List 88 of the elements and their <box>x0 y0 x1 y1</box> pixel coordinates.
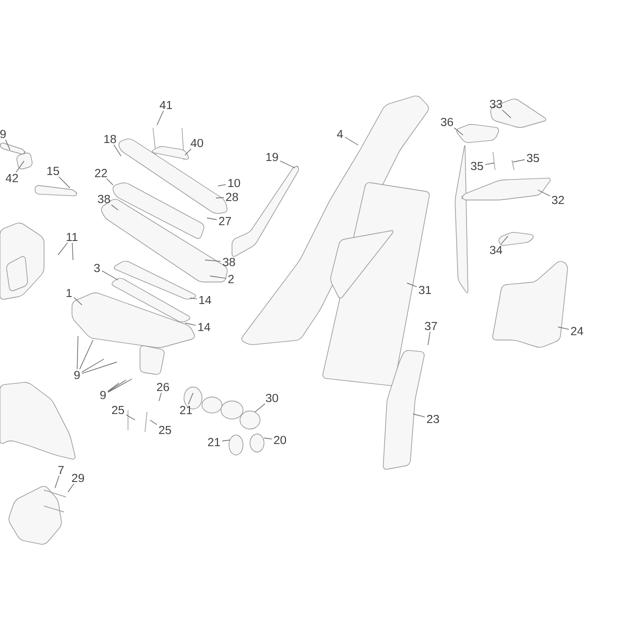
callout-number: 4 <box>337 130 343 138</box>
callout-number: 27 <box>219 216 231 226</box>
callout-number: 14 <box>199 296 212 304</box>
leader-line <box>502 109 512 118</box>
leader-line <box>218 184 226 186</box>
leader-line <box>16 160 24 173</box>
leader-line <box>406 282 418 288</box>
leader-line <box>58 176 70 188</box>
leader-line <box>412 414 426 418</box>
callout-number: 31 <box>418 286 431 294</box>
callout-number: 9 <box>0 130 6 138</box>
callout-number: 26 <box>157 382 170 392</box>
callout-number: 30 <box>266 394 278 402</box>
callout-number: 21 <box>208 438 220 446</box>
leader-line <box>106 178 114 186</box>
leader-line <box>280 160 296 168</box>
leader-line <box>558 326 570 330</box>
callout-number: 24 <box>571 326 584 336</box>
leader-line <box>158 392 162 402</box>
leader-line <box>254 403 266 412</box>
leader-line <box>54 475 60 488</box>
leader-line <box>264 438 272 440</box>
leader-line <box>344 136 358 146</box>
leader-line <box>113 144 122 156</box>
leader-line <box>76 336 78 370</box>
callout-number: 41 <box>160 100 172 110</box>
callout-number: 3 <box>94 264 100 272</box>
leader-line <box>108 382 120 392</box>
leader-line <box>82 358 104 372</box>
callout-number: 35 <box>470 162 484 170</box>
callout-number: 34 <box>490 246 502 254</box>
callout-number: 11 <box>66 232 78 242</box>
leader-line <box>5 139 10 150</box>
leader-line <box>102 270 118 280</box>
leader-line <box>72 242 74 260</box>
callout-number: 2 <box>228 274 234 284</box>
leader-line <box>58 242 68 256</box>
leader-line <box>156 110 164 126</box>
leader-line <box>79 340 94 370</box>
leader-line <box>126 414 136 420</box>
callout-number: 42 <box>6 174 18 182</box>
callout-number: 32 <box>552 196 564 204</box>
leader-line <box>150 420 158 425</box>
callout-number: 29 <box>72 474 84 482</box>
leader-line <box>108 380 126 392</box>
callout-number: 20 <box>274 436 286 444</box>
callout-number: 14 <box>198 322 210 332</box>
callout-number: 38 <box>98 194 110 204</box>
leader-line <box>500 236 508 245</box>
leader-line <box>222 440 230 442</box>
callout-number: 35 <box>526 154 540 162</box>
callout-number: 37 <box>424 322 437 330</box>
leader-line <box>484 162 494 165</box>
callout-number: 18 <box>104 134 116 144</box>
callout-number: 28 <box>226 192 238 202</box>
leader-line <box>454 127 464 136</box>
leader-line <box>188 392 194 405</box>
leader-line <box>210 276 226 279</box>
callout-number: 38 <box>222 258 236 266</box>
leader-line <box>82 362 118 374</box>
leader-line <box>204 260 222 262</box>
callout-number: 15 <box>47 166 60 176</box>
callout-number: 9 <box>74 370 80 380</box>
leader-line <box>428 331 430 346</box>
leader-line <box>68 483 74 492</box>
leader-line <box>538 190 550 196</box>
leader-line <box>216 197 224 198</box>
leader-line <box>184 322 196 326</box>
callout-number: 40 <box>190 138 204 148</box>
leader-line <box>74 297 82 306</box>
leader-line <box>206 218 218 220</box>
leader-line <box>512 159 526 162</box>
callout-number: 7 <box>58 466 64 474</box>
callout-number: 33 <box>490 100 502 108</box>
callout-number: 19 <box>266 152 278 162</box>
callout-number: 21 <box>180 406 192 414</box>
leader-line <box>184 148 192 156</box>
callout-number: 22 <box>95 168 107 178</box>
callout-number: 9 <box>100 390 106 400</box>
leader-line <box>111 204 118 210</box>
callout-number: 25 <box>159 426 172 434</box>
callout-number: 1 <box>66 288 72 298</box>
leader-line <box>108 378 132 393</box>
callout-number: 36 <box>440 118 454 126</box>
callout-number: 23 <box>427 414 440 424</box>
leader-line <box>190 298 198 300</box>
callout-number: 10 <box>228 178 240 188</box>
callout-number: 25 <box>112 406 124 414</box>
